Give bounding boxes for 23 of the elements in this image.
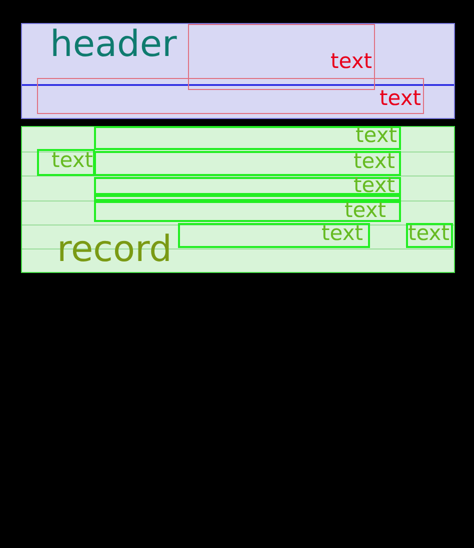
text-frame bbox=[94, 201, 401, 222]
text-frame bbox=[94, 151, 401, 176]
text-label: text bbox=[354, 175, 395, 196]
text-frame bbox=[188, 24, 375, 90]
header-title: header bbox=[50, 27, 177, 63]
text-label: text bbox=[330, 51, 372, 72]
empty-frame bbox=[94, 195, 401, 201]
header-panel bbox=[21, 23, 455, 119]
text-label: text bbox=[408, 223, 450, 244]
text-label: text bbox=[322, 223, 363, 244]
text-frame bbox=[94, 177, 401, 195]
text-label: text bbox=[380, 88, 421, 109]
text-frame bbox=[37, 78, 424, 114]
text-label: text bbox=[344, 200, 386, 221]
record-title: record bbox=[57, 232, 172, 268]
text-frame bbox=[94, 126, 401, 150]
text-frame bbox=[37, 149, 95, 176]
text-label: text bbox=[356, 125, 397, 146]
text-label: text bbox=[354, 151, 395, 172]
record-panel bbox=[21, 126, 455, 273]
text-frame bbox=[406, 223, 453, 248]
text-frame bbox=[178, 223, 370, 248]
text-label: text bbox=[52, 150, 93, 171]
